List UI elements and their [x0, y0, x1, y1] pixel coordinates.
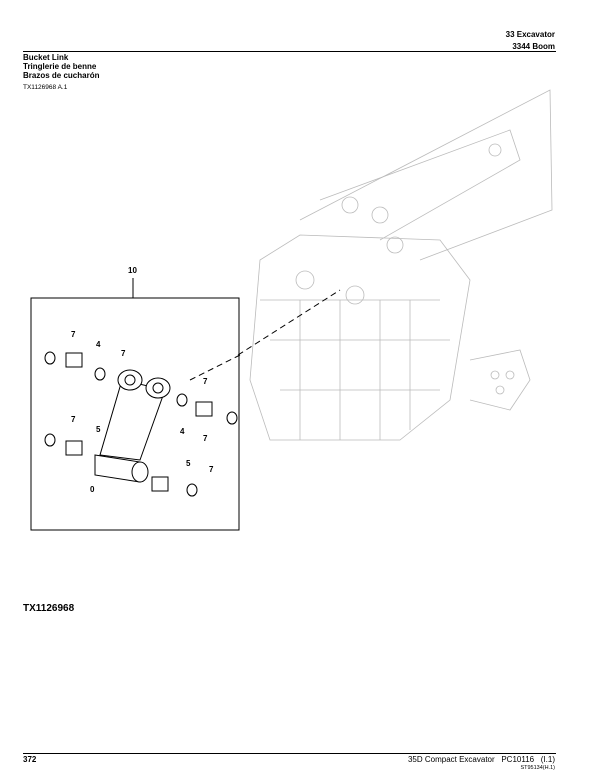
callout: 7	[71, 415, 76, 424]
figure-label: TX1126968	[23, 603, 75, 614]
bushings	[44, 351, 238, 497]
group-heading: 3344 Boom	[512, 42, 555, 51]
callout: 0	[90, 485, 95, 494]
callout: 4	[96, 340, 101, 349]
callout: 5	[186, 459, 191, 468]
page-number: 372	[23, 755, 37, 764]
footer-info: 35D Compact Excavator PC10116 (I.1)	[408, 755, 555, 764]
bucket-link-part	[94, 369, 171, 483]
title-spanish: Brazos de cucharón	[23, 71, 100, 80]
callout: 5	[96, 425, 101, 434]
callout: 7	[71, 330, 76, 339]
header-rule	[23, 51, 556, 52]
leader-dashed	[237, 289, 341, 356]
page-title: Bucket Link Tringlerie de benne Brazos d…	[23, 53, 99, 80]
detail-box	[30, 297, 240, 531]
section-heading: 33 Excavator	[505, 30, 555, 39]
footer-model: 35D Compact Excavator	[407, 755, 495, 764]
title-english: Bucket Link	[23, 53, 69, 62]
footer-code: ST95134(H.1)	[520, 765, 555, 771]
callout: 7	[203, 434, 208, 443]
callout: 7	[209, 465, 214, 474]
callout-10: 10	[128, 266, 137, 275]
callout: 4	[180, 427, 185, 436]
title-french: Tringlerie de benne	[23, 62, 97, 71]
callout: 7	[121, 349, 126, 358]
excavator-background	[249, 89, 553, 441]
illustration-ref: TX1126968 A.1	[23, 84, 68, 91]
footer-rule	[23, 753, 556, 754]
footer-catalog: PC10116	[501, 755, 535, 764]
footer-rev: (I.1)	[540, 755, 555, 764]
callout: 7	[203, 377, 208, 386]
